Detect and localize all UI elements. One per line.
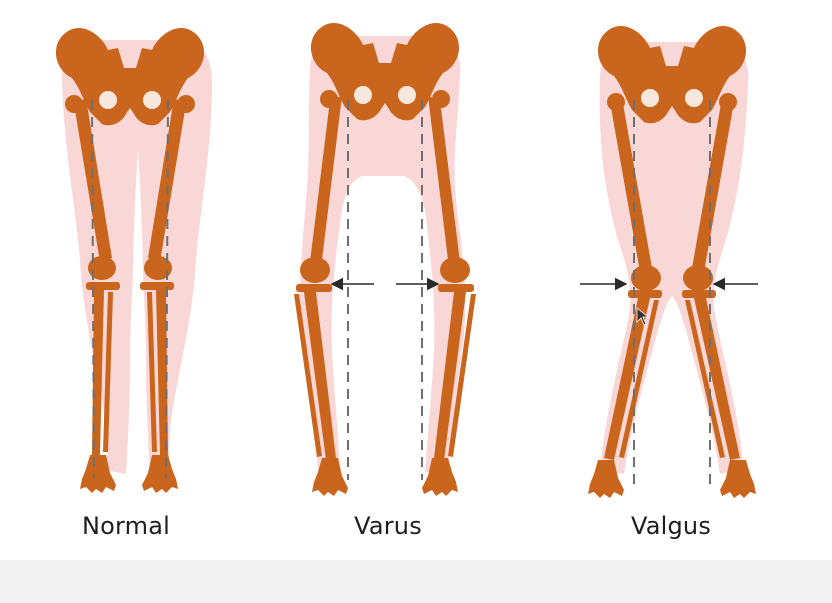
caption-varus: Varus — [288, 512, 488, 540]
normal-legs-figure — [56, 28, 212, 493]
caption-normal: Normal — [26, 512, 226, 540]
caption-valgus: Valgus — [571, 512, 771, 540]
varus-legs-figure — [294, 23, 476, 496]
bottom-margin — [0, 560, 832, 603]
valgus-legs-figure — [580, 26, 758, 498]
